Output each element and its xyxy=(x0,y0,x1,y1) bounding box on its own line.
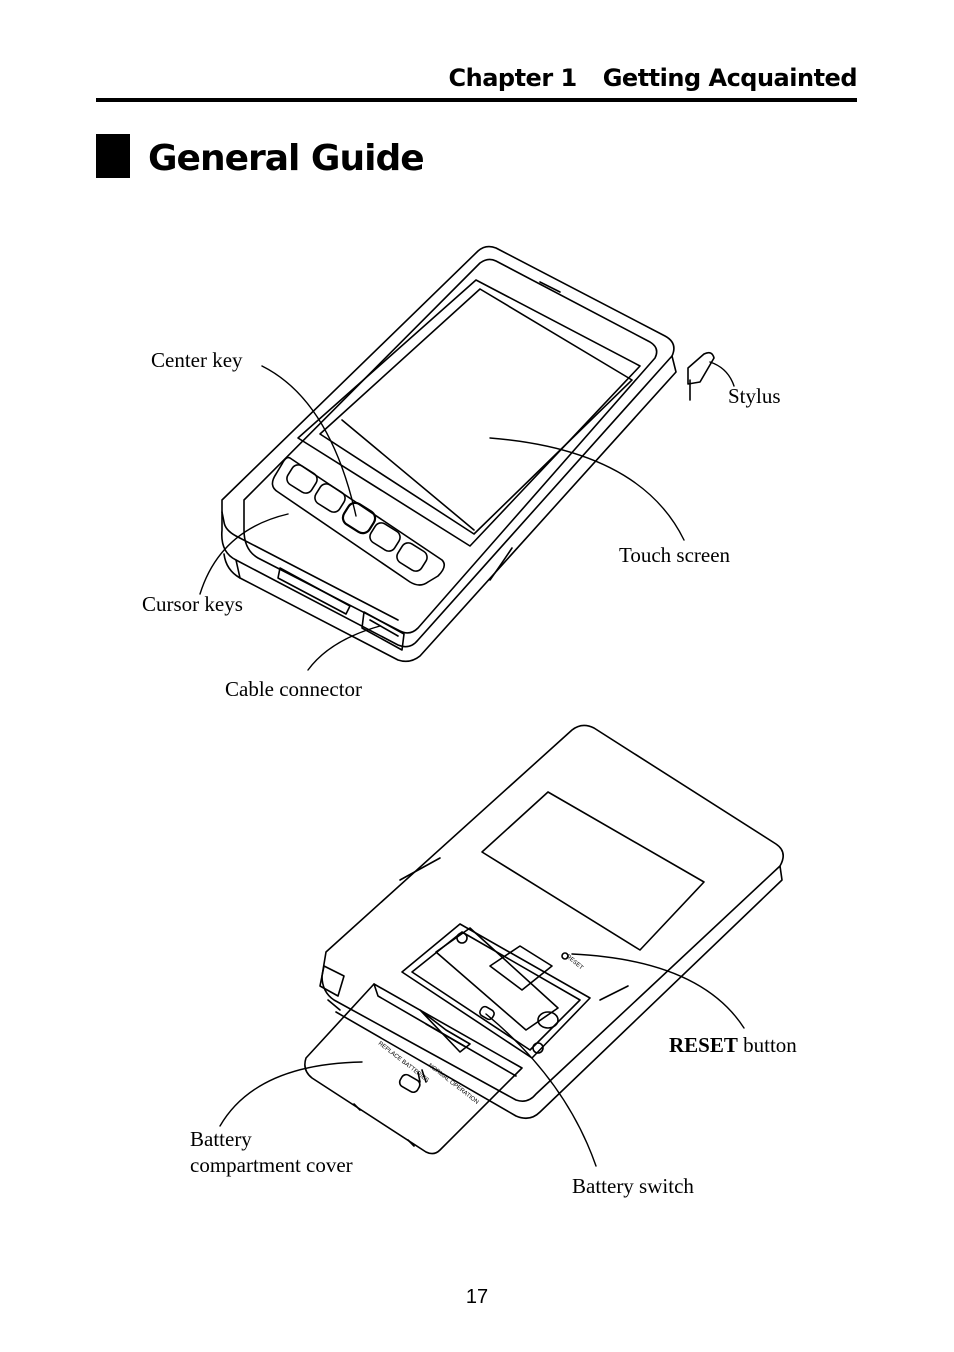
device-normal-operation-text: NORMAL OPERATION xyxy=(427,1063,480,1106)
back-callout-lines xyxy=(219,953,745,1167)
chapter-heading: Chapter 1 Getting Acquainted xyxy=(449,64,858,92)
front-callout-lines xyxy=(199,361,735,671)
label-reset-button: RESET button xyxy=(669,1032,797,1058)
label-stylus: Stylus xyxy=(728,384,781,408)
section-marker xyxy=(96,134,130,178)
page-number: 17 xyxy=(465,1286,489,1308)
battery-compartment-cover xyxy=(304,983,523,1155)
battery-switch xyxy=(479,1005,495,1021)
device-reset-text: RESET xyxy=(565,954,584,972)
label-cable-connector: Cable connector xyxy=(225,677,363,701)
label-battery-cover-line2: compartment cover xyxy=(190,1153,353,1177)
label-reset-bold: RESET xyxy=(669,1033,738,1057)
section-title: General Guide xyxy=(148,138,425,179)
back-view-device xyxy=(319,724,784,1120)
label-center-key: Center key xyxy=(151,348,243,372)
label-battery-cover-line1: Battery xyxy=(190,1127,252,1151)
label-touch-screen: Touch screen xyxy=(619,543,731,567)
label-cursor-keys: Cursor keys xyxy=(142,592,243,616)
label-reset-rest: button xyxy=(737,1033,797,1057)
front-view-device xyxy=(220,245,677,663)
chapter-number: Chapter 1 xyxy=(448,64,578,92)
stylus xyxy=(687,351,715,401)
chapter-title: Getting Acquainted xyxy=(602,64,858,92)
chapter-header: Chapter 1 Getting Acquainted xyxy=(96,58,858,102)
label-battery-switch: Battery switch xyxy=(572,1174,694,1198)
